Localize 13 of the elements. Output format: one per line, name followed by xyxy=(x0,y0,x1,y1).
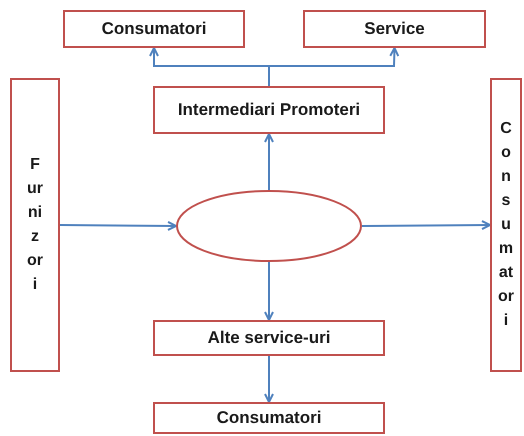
process-box: Alte service-uri xyxy=(153,320,385,356)
process-box: Service xyxy=(303,10,486,48)
arrow xyxy=(264,262,274,321)
arrow xyxy=(362,220,491,230)
arrow xyxy=(264,356,274,403)
vertical-label-box: Consumatori xyxy=(490,78,522,372)
arrow xyxy=(60,220,177,231)
center-ellipse xyxy=(176,190,362,262)
vertical-label-box: Furnizori xyxy=(10,78,60,372)
arrow xyxy=(264,133,274,190)
process-box: Consumatori xyxy=(153,402,385,434)
process-box: Consumatori xyxy=(63,10,245,48)
process-box: Intermediari Promoteri xyxy=(153,86,385,134)
